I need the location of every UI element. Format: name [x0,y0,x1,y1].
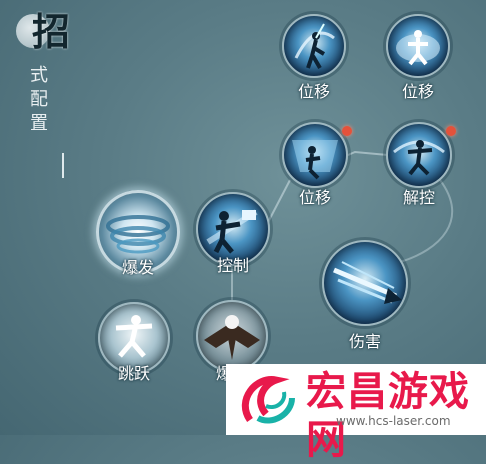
site-logo-icon [241,376,295,424]
watermark-title: 宏昌游戏网 [306,369,470,463]
skill-control-release-badge [446,126,456,136]
skill-damage[interactable]: 伤害 [322,240,408,351]
skill-jump[interactable]: 跳跃 [98,302,170,383]
dash-figure-icon [396,30,440,66]
skill-control[interactable]: 控制 [196,192,270,275]
title-emblem [16,14,50,48]
title-divider [62,153,64,178]
whirlwind-icon [106,215,170,254]
skill-move-2-label: 位移 [401,82,435,101]
title-main-glyph: 招 [32,9,71,54]
wall-slide-icon [292,140,338,180]
skill-burst-1-label: 爆发 [121,258,155,277]
skill-burst-2[interactable]: 爆发 [196,300,268,383]
skill-move-3-badge [342,126,352,136]
breakfree-icon [393,140,445,176]
skill-config-title: 招 式配置 [14,8,74,178]
skill-move-3[interactable]: 位移 [282,122,352,207]
skill-move-1[interactable]: 位移 [282,14,346,101]
arrow-strike-icon [333,261,402,304]
watermark: 宏昌游戏网 www.hcs-laser.com [226,364,486,463]
skill-move-2[interactable]: 位移 [386,14,450,101]
watermark-url: www.hcs-laser.com [336,414,451,428]
eagle-icon [204,315,260,360]
skill-jump-label: 跳跃 [117,364,151,383]
skill-burst-1-icon [96,190,180,274]
skill-move-3-label: 位移 [298,188,332,207]
skill-damage-icon [322,240,408,326]
leaping-figure-icon [115,315,153,358]
skill-control-label: 控制 [216,256,250,275]
skill-damage-label: 伤害 [348,332,382,351]
swordsman-icon [294,23,335,70]
skill-move-1-label: 位移 [297,82,331,101]
grab-icon [206,209,258,254]
skill-control-release-label: 解控 [402,188,436,207]
skill-burst-1[interactable]: 爆发 [96,190,180,277]
skill-control-release[interactable]: 解控 [386,122,456,207]
title-subtitle: 式配置 [30,65,48,134]
